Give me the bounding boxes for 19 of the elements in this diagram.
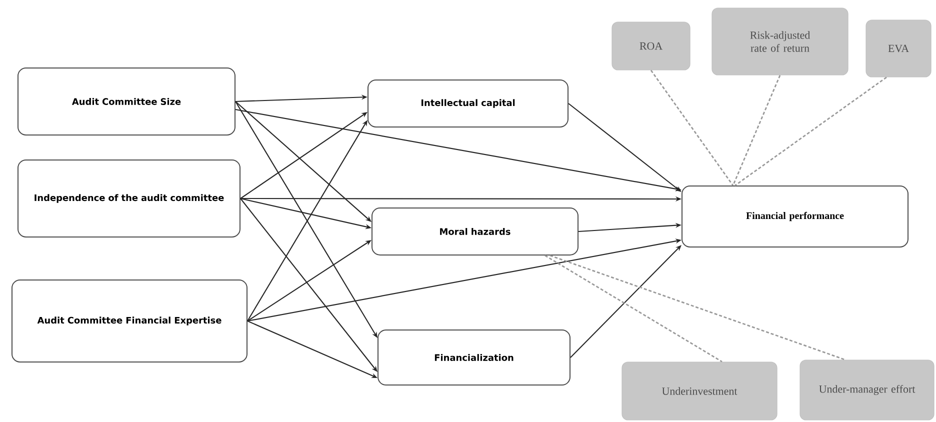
variable-box: Audit Committee Financial Expertise [12,280,248,362]
variable-box: Independence of the audit committee [18,160,240,238]
indicator-box: EVA [866,20,932,78]
dashed-line [544,254,722,362]
dashed-line [550,254,846,360]
dashed-line [734,76,887,186]
variable-box: Intellectual capital [368,80,568,128]
variable-box: Financialization [378,330,570,386]
arrow [570,245,682,358]
indicator-box: Underinvestment [622,362,778,420]
variable-box: Audit Committee Size [18,68,236,136]
indicator-box: Risk-adjusted rate of return [712,8,848,76]
indicator-box: ROA [612,22,690,70]
arrow [235,101,372,222]
variable-box: Moral hazards [372,208,578,256]
indicator-box: Under-manager effort [800,360,934,420]
dashed-line [732,75,781,186]
dashed-line [650,70,734,186]
outcome-box: Financial performance [682,186,908,248]
